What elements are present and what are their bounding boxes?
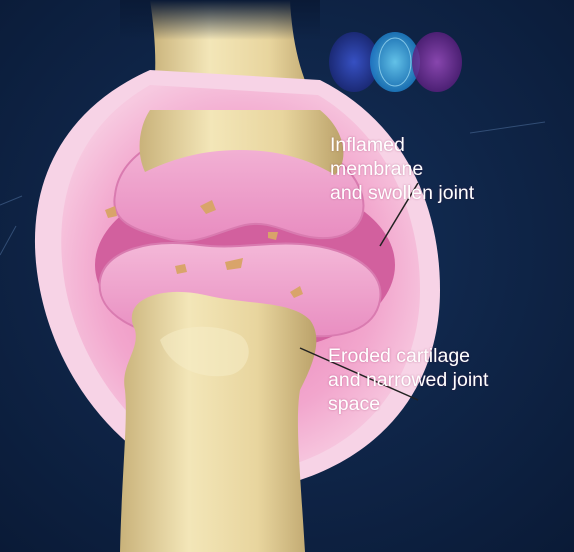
label-line: and narrowed joint — [328, 368, 488, 392]
label-line: membrane — [330, 157, 474, 181]
three-circle-logo — [329, 32, 462, 92]
upper-bone-fade — [120, 0, 320, 40]
label-line: Eroded cartilage — [328, 344, 488, 368]
label-line: and swollen joint — [330, 181, 474, 205]
label-line: space — [328, 392, 488, 416]
eroded-cartilage-label: Eroded cartilage and narrowed joint spac… — [328, 344, 488, 416]
label-line: Inflamed — [330, 133, 474, 157]
inflamed-membrane-label: Inflamed membrane and swollen joint — [330, 133, 474, 205]
